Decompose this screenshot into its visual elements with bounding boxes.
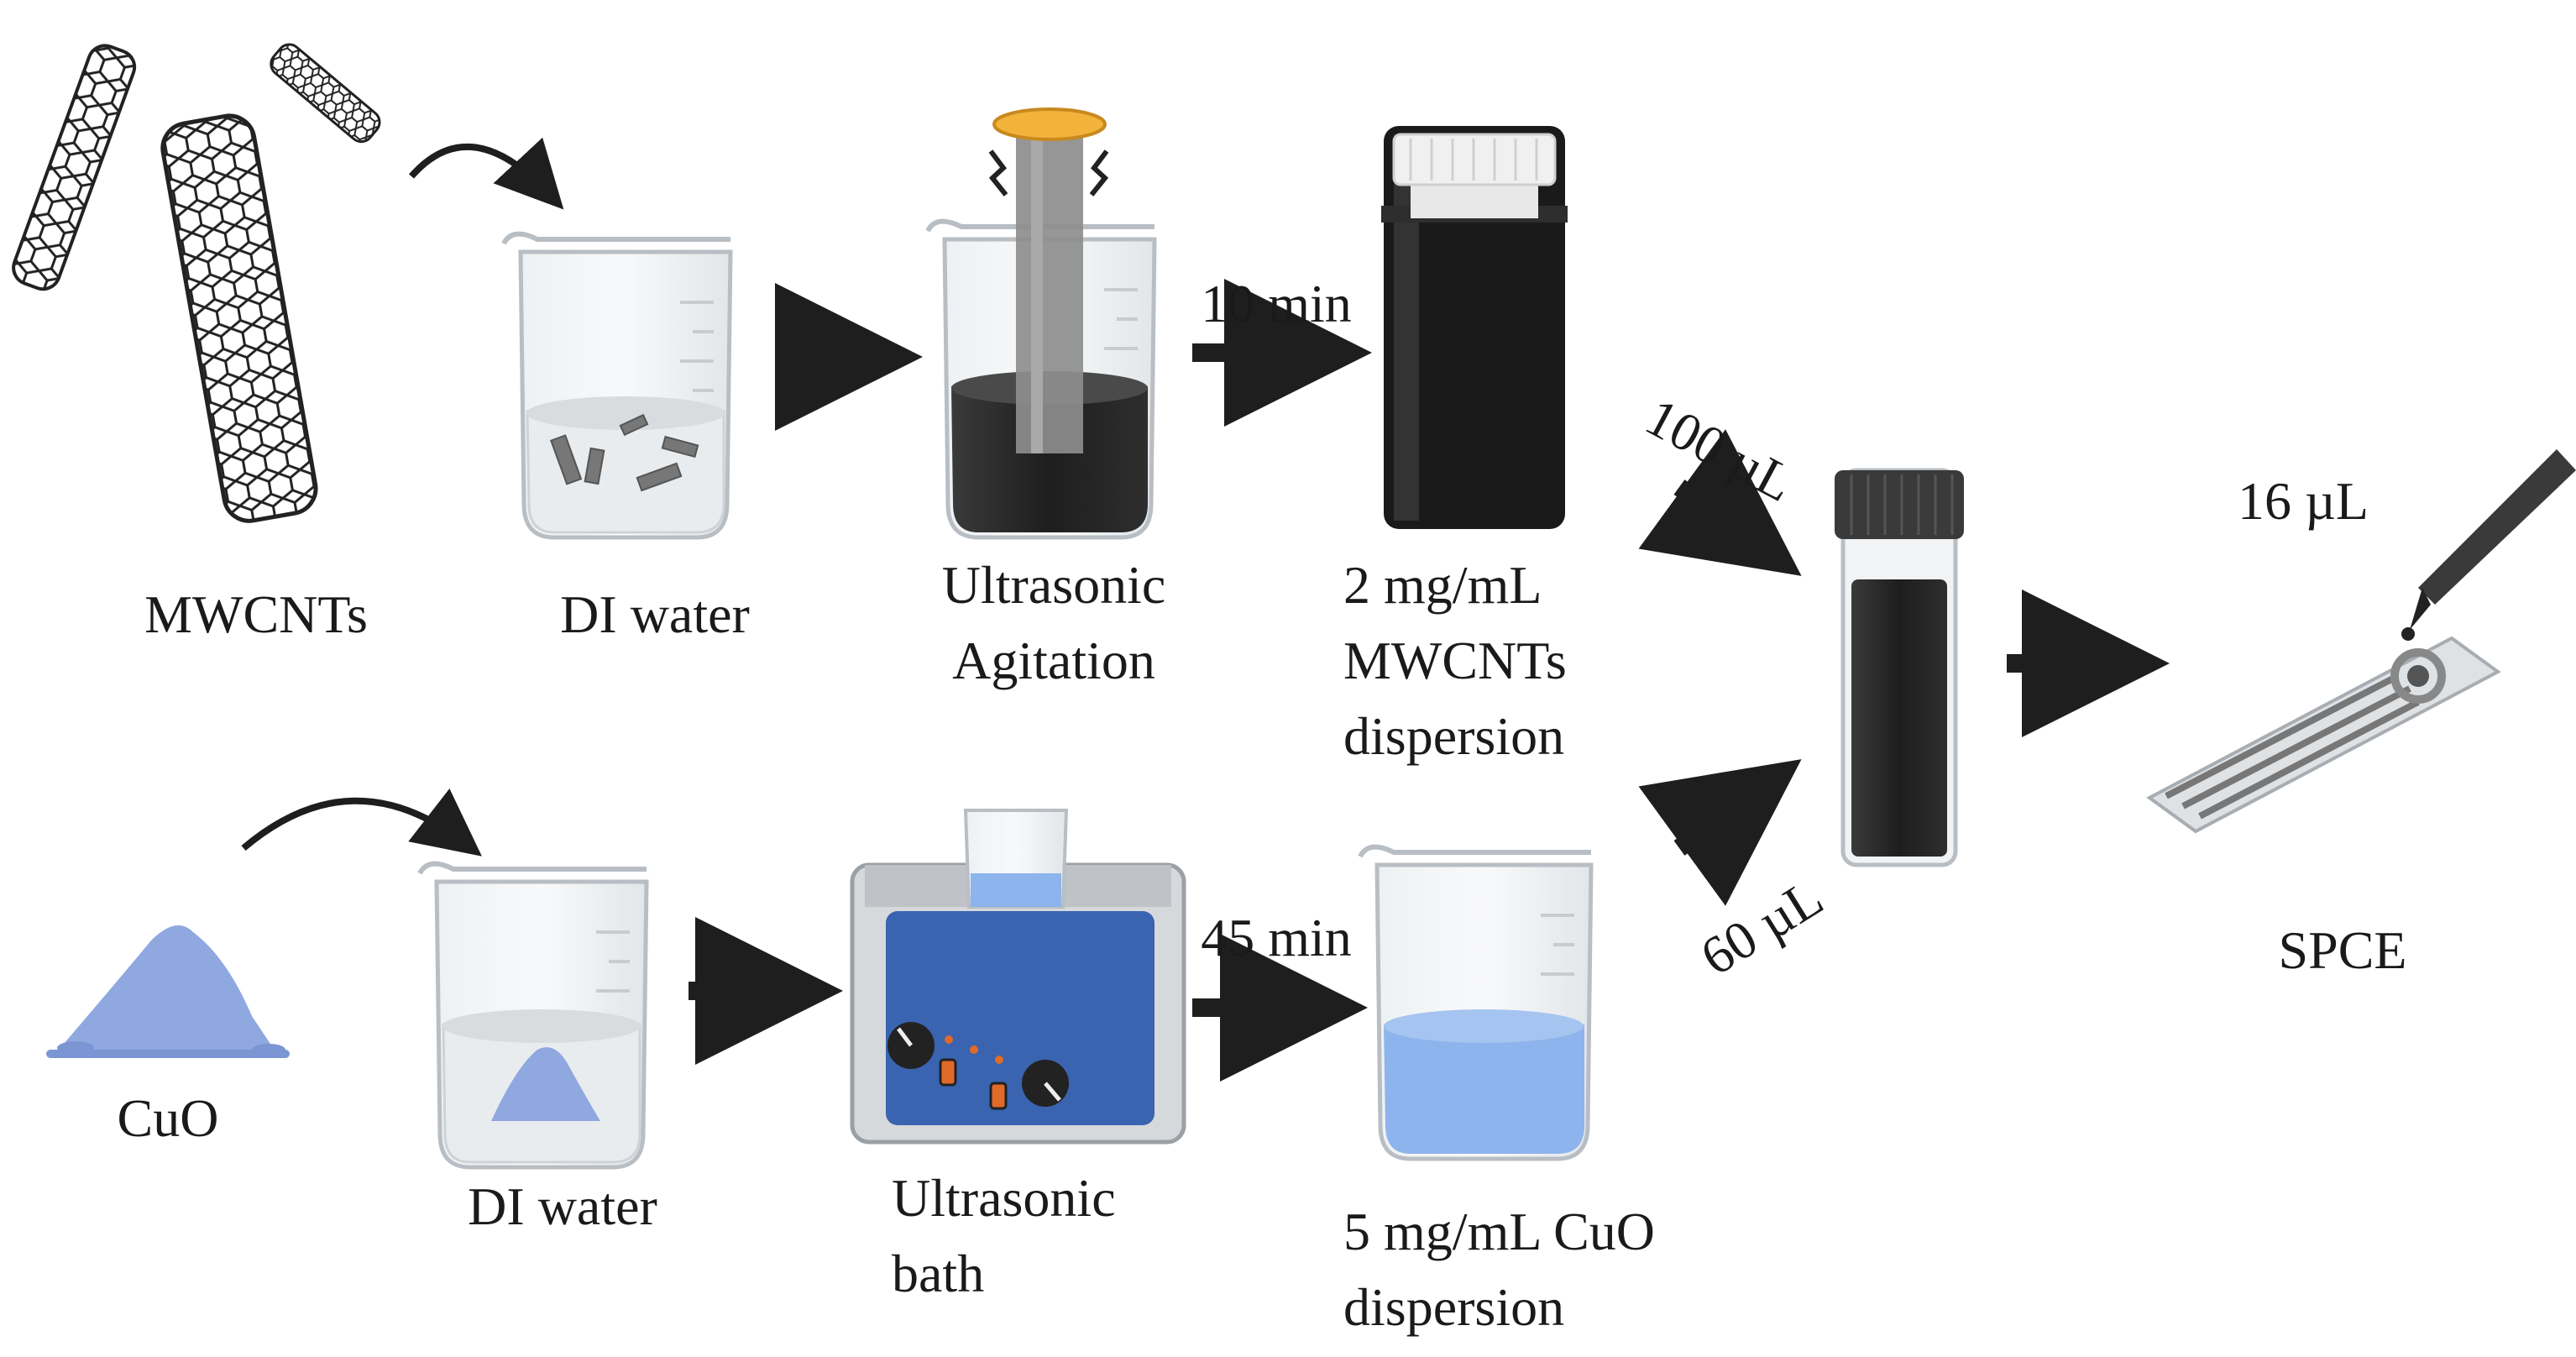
label-mwcnt-dispersion-line1: 2 mg/mL — [1343, 555, 1542, 615]
arrow-60ul — [1638, 759, 1802, 906]
label-ultrasonic-agitation-line1: Ultrasonic — [941, 555, 1166, 615]
label-mwcnts: MWCNTs — [144, 584, 368, 644]
beaker-di-water-bottom — [417, 861, 649, 1170]
beaker-cuo-dispersion — [1358, 844, 1594, 1161]
curved-arrow-bottom — [241, 789, 482, 857]
label-ultrasonic-bath-line2: bath — [892, 1244, 985, 1303]
spce-electrode — [2146, 636, 2501, 834]
bath-knob-left-icon — [887, 1022, 935, 1069]
label-di-water-top: DI water — [560, 584, 750, 644]
mwcnt-illustration — [12, 43, 381, 523]
ultrasonic-agitation-illustration — [925, 107, 1157, 540]
label-mwcnt-dispersion-line2: MWCNTs — [1343, 631, 1567, 690]
label-spce: SPCE — [2278, 920, 2407, 980]
label-cuo-dispersion-line1: 5 mg/mL CuO — [1343, 1202, 1655, 1261]
beaker-di-water-top — [501, 231, 733, 540]
pipette-icon — [2401, 449, 2576, 641]
label-volume-16ul: 16 µL — [2238, 471, 2369, 531]
bath-knob-right-icon — [1022, 1060, 1069, 1107]
mixed-vial — [1835, 468, 1964, 867]
arrow-100ul — [1638, 429, 1802, 576]
bath-switch-icons — [939, 1035, 1008, 1110]
label-di-water-bottom: DI water — [468, 1176, 657, 1236]
curved-arrow-top — [408, 137, 564, 210]
label-mwcnt-dispersion-line3: dispersion — [1343, 706, 1565, 766]
label-time-45min: 45 min — [1201, 908, 1352, 967]
label-ultrasonic-agitation-line2: Agitation — [952, 631, 1155, 690]
ultrasonic-bath-illustration — [850, 809, 1186, 1145]
label-ultrasonic-bath-line1: Ultrasonic — [892, 1168, 1116, 1228]
mwcnt-dispersion-bottle — [1381, 126, 1568, 529]
label-cuo: CuO — [117, 1088, 219, 1148]
label-cuo-dispersion-line2: dispersion — [1343, 1277, 1565, 1337]
cuo-powder-illustration — [46, 925, 290, 1058]
vibration-icon — [988, 149, 1109, 196]
label-time-10min: 10 min — [1201, 274, 1352, 333]
